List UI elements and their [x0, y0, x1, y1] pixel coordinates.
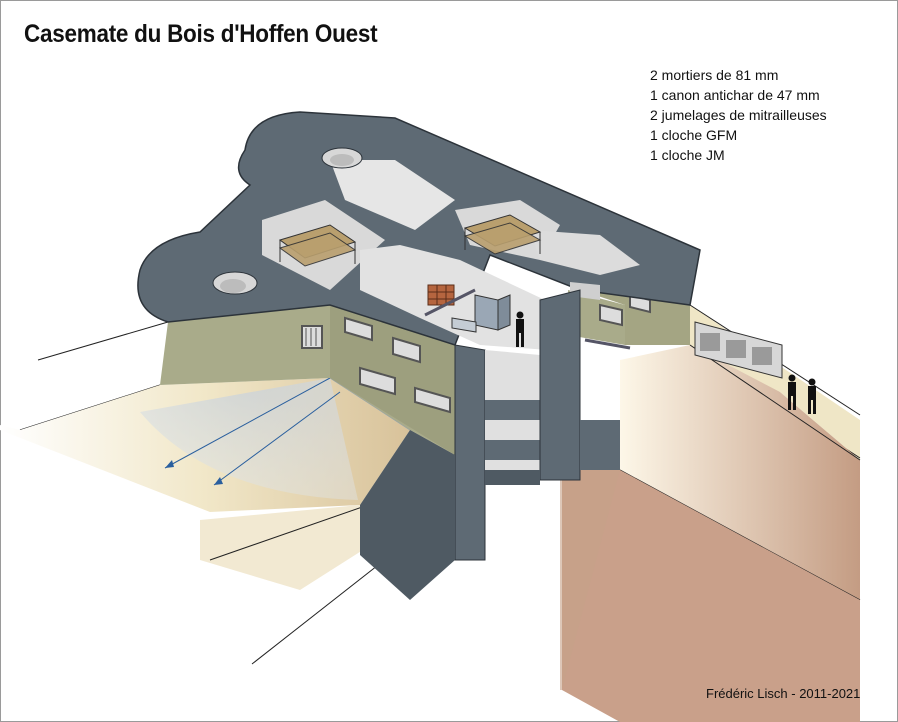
armament-item: 2 mortiers de 81 mm: [650, 67, 779, 83]
figure-title: Casemate du Bois d'Hoffen Ouest: [24, 20, 378, 48]
ditch-block: [694, 321, 783, 379]
firing-arc-arrow-icon: [214, 477, 223, 485]
interior-details: [278, 214, 631, 350]
armament-item: 1 cloche GFM: [650, 127, 738, 143]
soldier-icon: [516, 311, 524, 347]
armament-item: 1 cloche JM: [650, 147, 725, 163]
casemate-roof-slab: [137, 111, 701, 350]
ammunition-crates-icon: [427, 284, 455, 306]
soldier-icon: [808, 378, 816, 414]
section-walls: [410, 289, 620, 561]
armament-list: 2 mortiers de 81 mm 1 canon antichar de …: [650, 65, 827, 165]
firing-arc: [140, 377, 411, 500]
firing-arc-arrow-icon: [165, 460, 174, 468]
author-credit: Frédéric Lisch - 2011-2021: [706, 686, 861, 701]
embrasures: [301, 293, 651, 414]
rack-icon: [451, 294, 511, 333]
bunk-bed-icon: [278, 224, 357, 267]
armament-item: 1 canon antichar de 47 mm: [650, 87, 820, 103]
soldier-icon: [788, 374, 796, 410]
armament-item: 2 jumelages de mitrailleuses: [650, 107, 827, 123]
bunk-bed-icon: [463, 214, 542, 255]
